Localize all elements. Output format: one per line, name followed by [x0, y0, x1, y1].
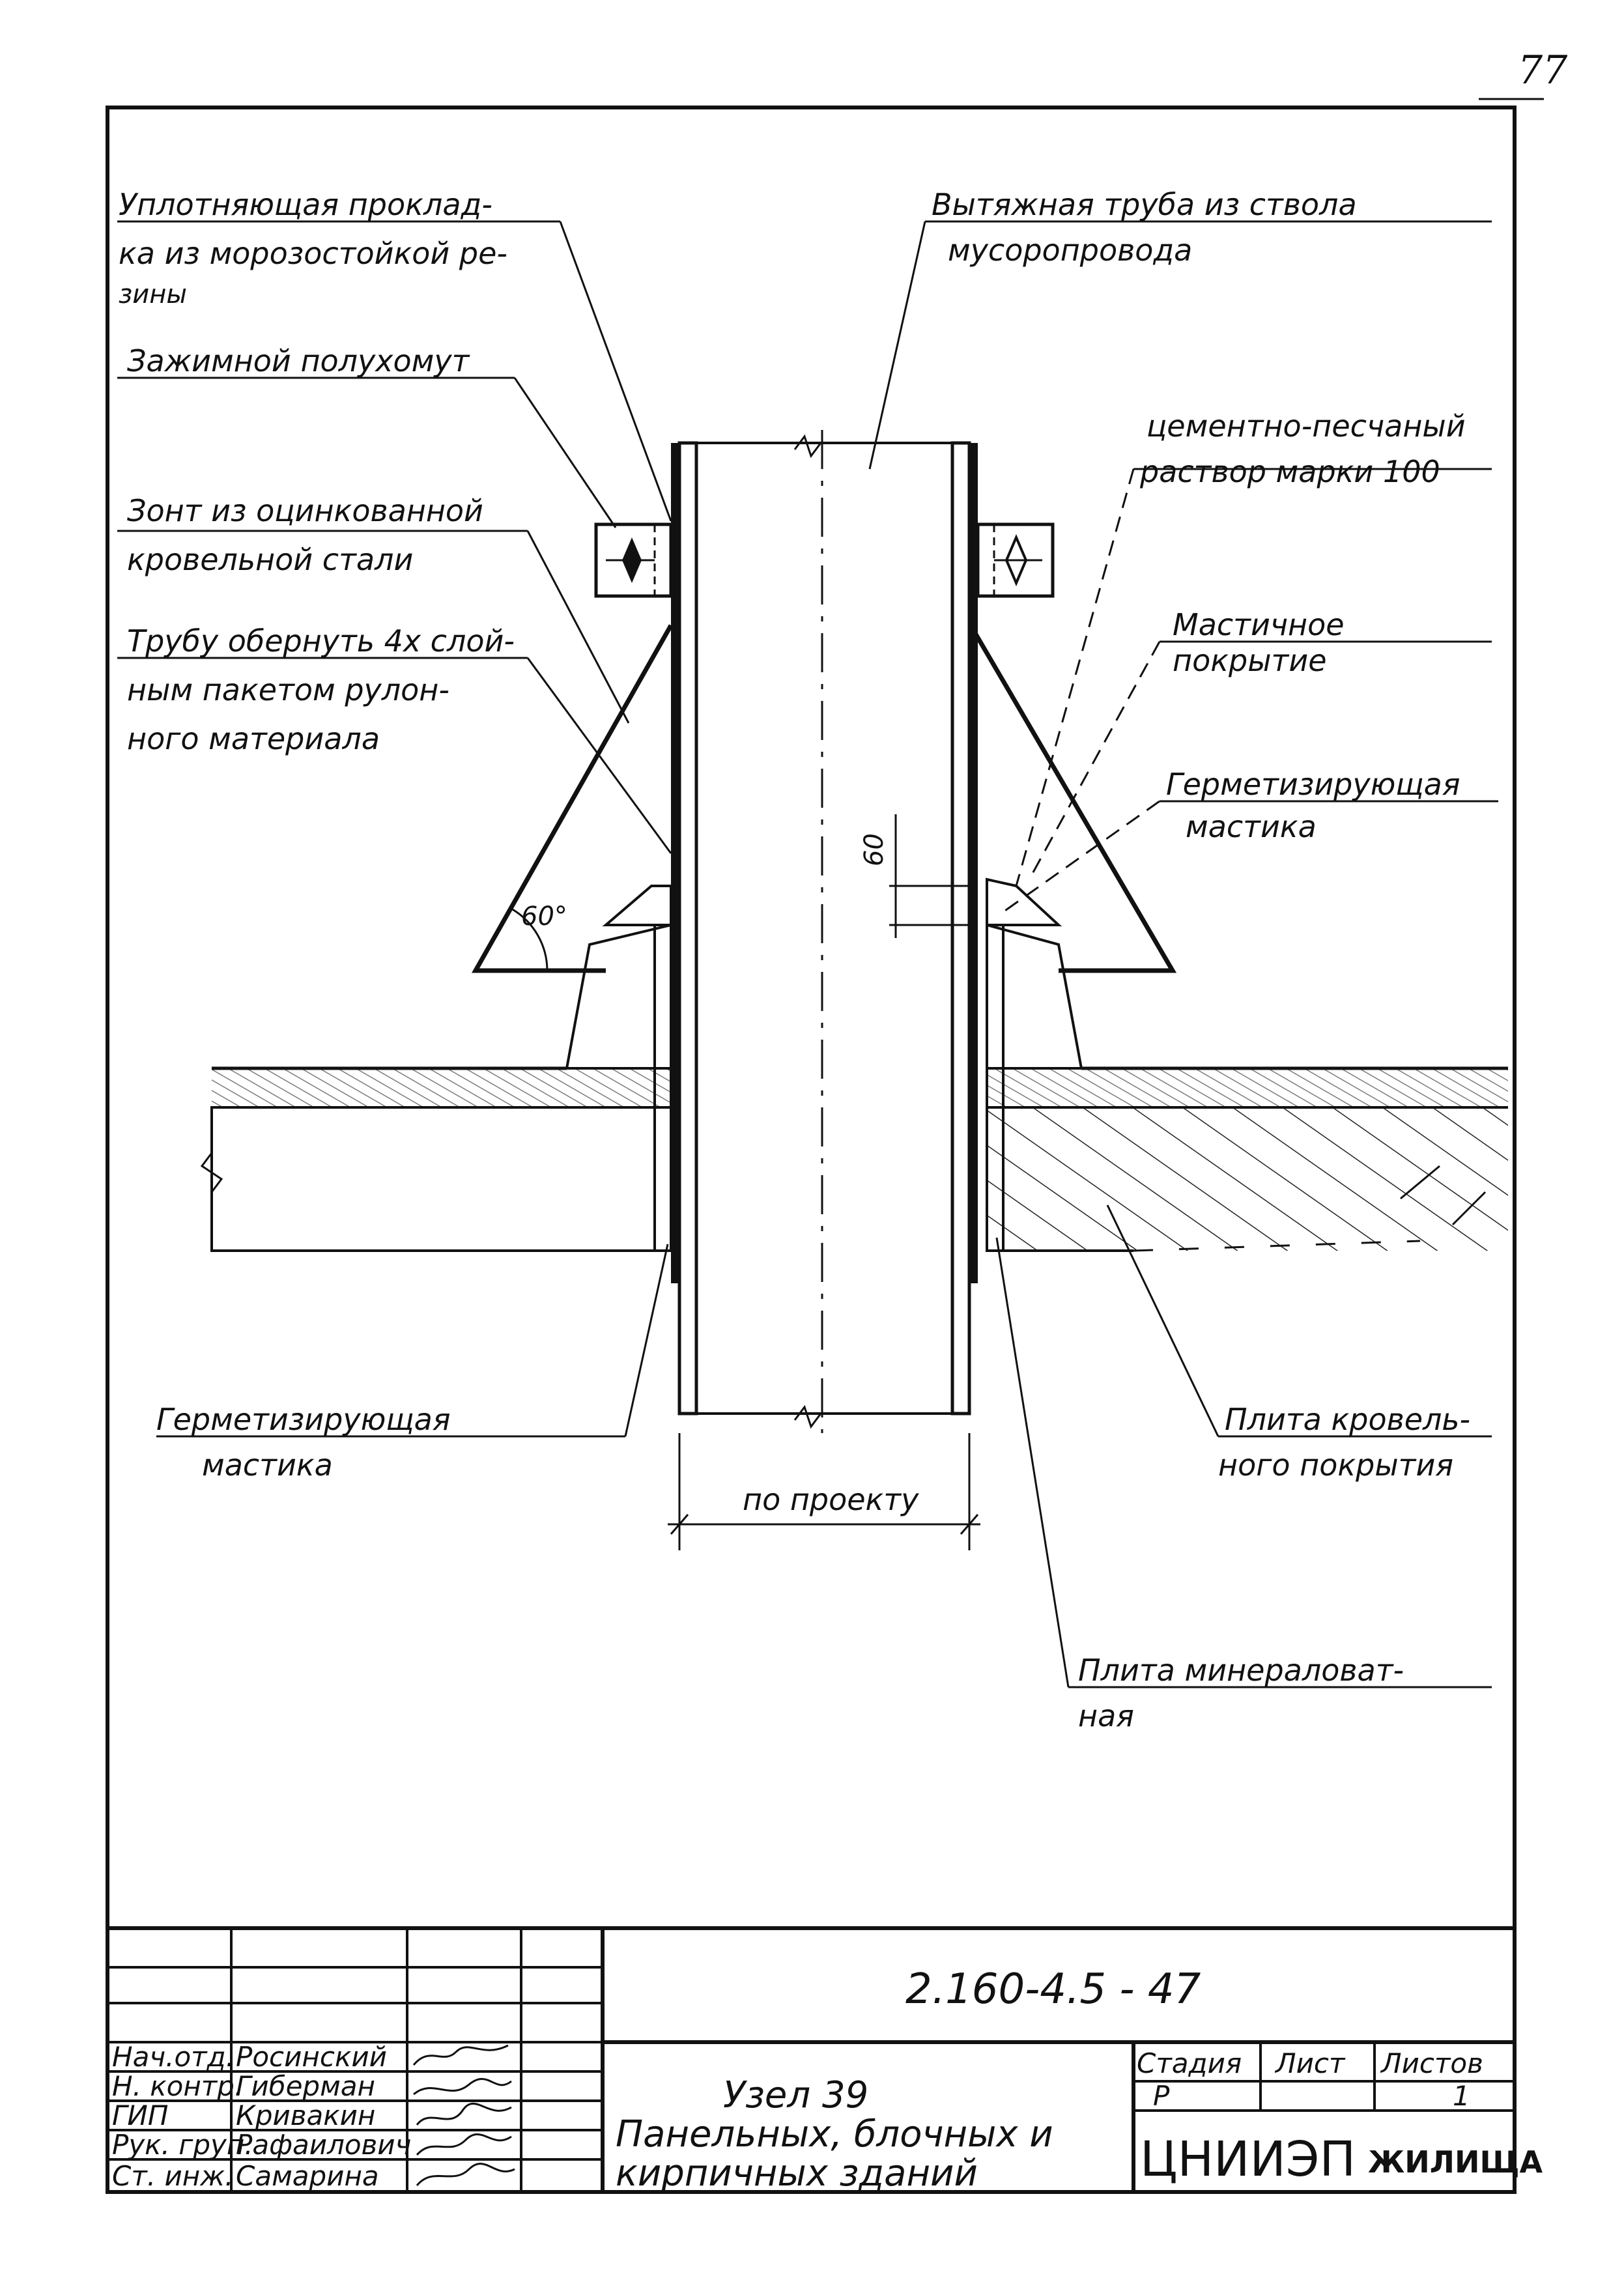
- label-exhaust-1: Вытяжная труба из ствола: [932, 187, 1357, 222]
- dim-project-label: по проекту: [743, 1482, 919, 1517]
- name-4: Рафаилович: [236, 2129, 411, 2161]
- label-umbrella-1: Зонт из оцинкованной: [127, 493, 483, 528]
- roof-node-drawing: 60 по проекту 60°: [200, 430, 1508, 1550]
- sheets-header: Листов: [1380, 2047, 1483, 2079]
- label-mortar-1: цементно-песчаный: [1147, 408, 1466, 444]
- pipe-wall-left: [677, 441, 698, 1416]
- label-mineral-slab-2: ная: [1078, 1698, 1134, 1733]
- roof-slab: [210, 1106, 672, 1252]
- label-roof-slab-2: ного покрытия: [1218, 1447, 1453, 1483]
- label-clamp: Зажимной полухомут: [127, 343, 470, 378]
- label-exhaust-2: мусоропровода: [948, 233, 1192, 268]
- role-4: Рук. груп.: [112, 2129, 253, 2161]
- sheets-value: 1: [1453, 2080, 1470, 2112]
- signatures: [412, 2044, 515, 2186]
- label-seal-1: Уплотняющая проклад-: [119, 187, 492, 222]
- label-sealant-right-2: мастика: [1186, 809, 1317, 844]
- mineral-wool-right: [986, 924, 1004, 1252]
- umbrella-cone-right: [968, 624, 1177, 973]
- page-number: 77: [1518, 48, 1568, 93]
- leader-lines: [117, 220, 1498, 1688]
- name-2: Гиберман: [236, 2070, 375, 2102]
- label-wrap-3: ного материала: [127, 721, 380, 756]
- title-block: 2.160-4.5 - 47 Стадия Лист Листов Р 1 Уз…: [107, 1926, 1543, 2195]
- label-wrap-1: Трубу обернуть 4х слой-: [127, 623, 515, 659]
- name-3: Кривакин: [236, 2099, 375, 2131]
- mortar-wedge: [986, 877, 1062, 926]
- label-mastic-cover-2: покрытие: [1173, 643, 1327, 678]
- label-roof-slab-1: Плита кровель-: [1225, 1402, 1470, 1437]
- stage-header: Стадия: [1137, 2047, 1242, 2079]
- angle-label: 60°: [521, 902, 567, 932]
- role-3: ГИП: [112, 2099, 168, 2131]
- label-mortar-2: раствор марки 100: [1139, 454, 1440, 489]
- org-name: ЦНИИЭП: [1140, 2131, 1356, 2187]
- label-sealant-left-1: Герметизирующая: [156, 1402, 451, 1437]
- role-2: Н. контр.: [112, 2070, 243, 2102]
- label-seal-2: ка из морозостойкой ре-: [119, 236, 507, 271]
- umbrella-cone-left: [471, 624, 674, 973]
- org-suffix: ЖИЛИЩА: [1368, 2144, 1543, 2180]
- label-mineral-slab-1: Плита минераловат-: [1078, 1653, 1404, 1688]
- doc-code: 2.160-4.5 - 47: [905, 1965, 1201, 2014]
- label-mastic-cover-1: Мастичное: [1173, 607, 1345, 642]
- label-sealant-left-2: мастика: [202, 1447, 333, 1483]
- stage-value: Р: [1153, 2080, 1170, 2112]
- name-5: Самарина: [236, 2160, 379, 2192]
- callout-labels: Уплотняющая проклад- ка из морозостойкой…: [119, 187, 1470, 1733]
- title-line-1: Узел 39: [723, 2074, 868, 2116]
- label-wrap-2: ным пакетом рулон-: [127, 672, 449, 707]
- pipe-wall-right: [950, 441, 971, 1416]
- upstand-right: [986, 923, 1083, 1070]
- role-5: Ст. инж.: [112, 2160, 233, 2192]
- label-seal-3: зины: [119, 279, 187, 309]
- sheet-header: Лист: [1274, 2047, 1346, 2079]
- role-1: Нач.отд.: [112, 2041, 235, 2073]
- title-line-3: кирпичных зданий: [616, 2152, 978, 2195]
- label-sealant-right-1: Герметизирующая: [1166, 767, 1460, 802]
- dim-60-label: 60: [859, 833, 889, 866]
- label-umbrella-2: кровельной стали: [127, 542, 413, 577]
- sheet-frame: [106, 106, 1517, 2194]
- title-line-2: Панельных, блочных и: [616, 2113, 1053, 2156]
- name-1: Росинский: [236, 2041, 387, 2073]
